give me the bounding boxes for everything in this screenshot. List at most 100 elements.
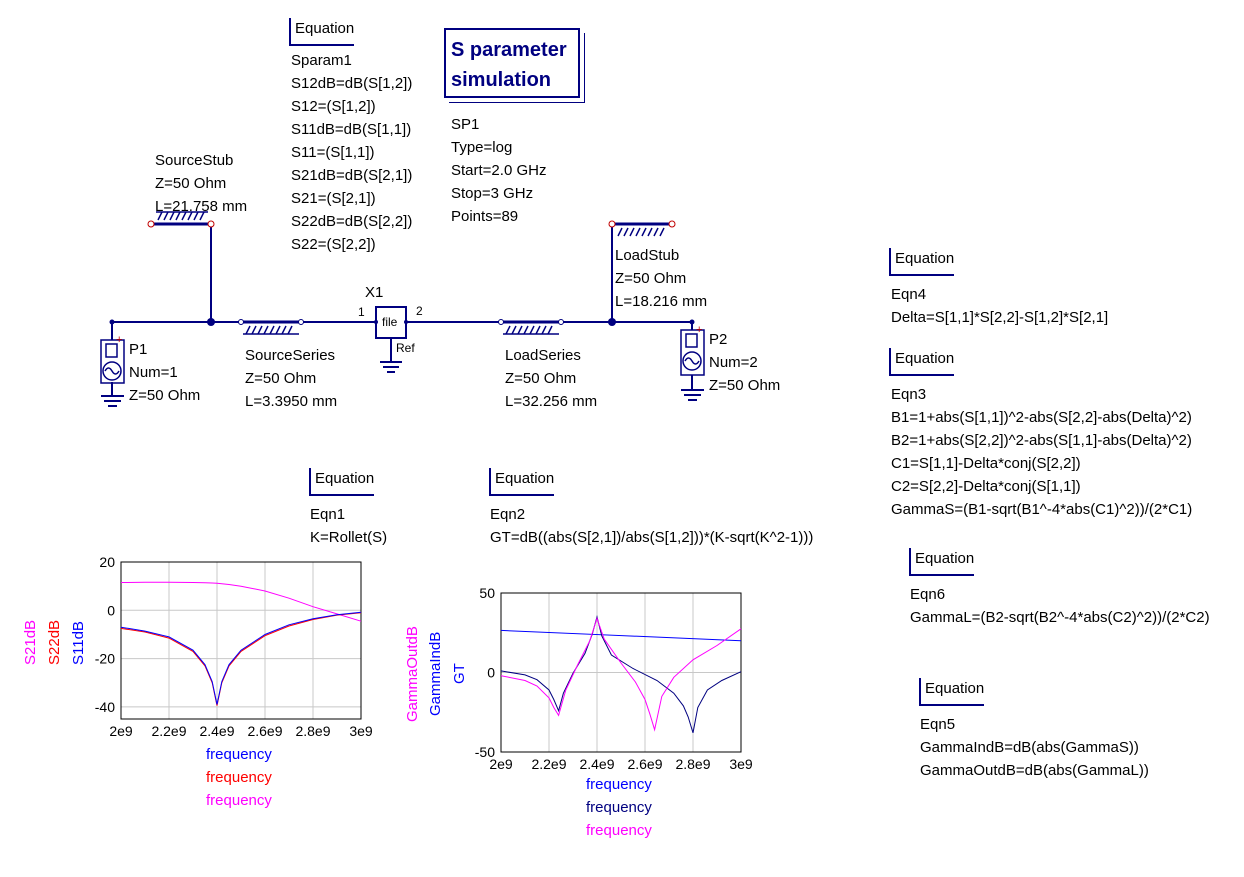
eq-line: Sparam1 [291,52,352,69]
equation-header-eqn5[interactable]: Equation [919,678,985,706]
eq-line: S12dB=dB(S[1,2]) [291,75,413,92]
junction-dot [608,318,616,326]
source-series-label[interactable]: SourceSeries Z=50 Ohm L=3.3950 mm [245,344,337,413]
eq-line: Eqn5 [920,716,956,733]
svg-text:+: + [696,324,702,336]
ground-symbol [380,361,402,373]
load-stub-label[interactable]: LoadStub Z=50 Ohm L=18.216 mm [615,244,707,313]
load-stub-symbol [608,220,676,237]
chart1-ylabel-s21: S21dB [22,619,39,665]
eq-line: B2=1+abs(S[2,2])^2-abs(S[1,1]-abs(Delta)… [891,432,1192,449]
junction-dot [207,318,215,326]
component-prop: L=21.758 mm [155,198,248,215]
load-series-symbol [498,319,564,335]
equation-header-eqn3[interactable]: Equation [889,348,955,376]
equation-header-eqn4[interactable]: Equation [889,248,955,276]
chart1-xlabel-1: frequency [206,746,272,763]
eq-line: S21=(S[2,1]) [291,190,376,207]
source-stub-label[interactable]: SourceStub Z=50 Ohm L=21.758 mm [155,149,247,218]
component-prop: L=32.256 mm [505,393,598,410]
component-prop: Z=50 Ohm [155,175,227,192]
equation-header-eqn1[interactable]: Equation [309,468,375,496]
component-name: P1 [129,341,148,358]
eq-line: Eqn2 [490,506,526,523]
equation-body-eqn4: Eqn4 Delta=S[1,1]*S[2,2]-S[1,2]*S[2,1] [891,283,1108,329]
sp-type: Type=log [451,139,513,156]
x1-file-label: file [382,315,398,329]
equation-body-eqn6: Eqn6 GammaL=(B2-sqrt(B2^-4*abs(C2)^2))/(… [910,583,1210,629]
port-p2-label[interactable]: P2 Num=2 Z=50 Ohm [709,328,780,397]
component-prop: L=3.3950 mm [245,393,338,410]
component-prop: L=18.216 mm [615,293,708,310]
chart1-xlabel-3: frequency [206,792,272,809]
component-prop: Num=1 [129,364,178,381]
eq-line: S22dB=dB(S[2,2]) [291,213,413,230]
chart2-ylabel-gt: GT [451,663,468,684]
component-prop: Z=50 Ohm [709,377,781,394]
equation-body-eqn2: Eqn2 GT=dB((abs(S[2,1])/abs(S[1,2]))*(K-… [490,503,813,549]
component-name: P2 [709,331,728,348]
eq-line: B1=1+abs(S[1,1])^2-abs(S[2,2]-abs(Delta)… [891,409,1192,426]
component-name: LoadStub [615,247,680,264]
eq-line: GammaIndB=dB(abs(GammaS)) [920,739,1139,756]
eq-line: GammaS=(B1-sqrt(B1^-4*abs(C1)^2))/(2*C1) [891,501,1193,518]
eq-line: Delta=S[1,1]*S[2,2]-S[1,2]*S[2,1] [891,309,1109,326]
component-name: SourceStub [155,152,234,169]
sparam-sim-props: SP1 Type=log Start=2.0 GHz Stop=3 GHz Po… [451,113,546,228]
sparam-sim-title-line1: S parameter [451,39,567,61]
sp-stop: Stop=3 GHz [451,185,534,202]
chart2-ylabel-gammaout: GammaOutdB [404,626,421,722]
port-p2-symbol: + [680,324,705,401]
eq-line: GammaL=(B2-sqrt(B2^-4*abs(C2)^2))/(2*C2) [910,609,1210,626]
eq-line: Eqn4 [891,286,927,303]
svg-text:+: + [116,334,122,346]
x1-name[interactable]: X1 [365,284,384,301]
x1-port2-label: 2 [416,304,423,318]
eq-line: C1=S[1,1]-Delta*conj(S[2,2]) [891,455,1081,472]
x1-port1-label: 1 [358,305,365,319]
equation-header-eqn2[interactable]: Equation [489,468,555,496]
eq-line: GammaOutdB=dB(abs(GammaL)) [920,762,1149,779]
sparam-sim-box[interactable]: S parameter simulation [444,28,580,98]
source-stub-symbol [147,211,215,228]
port-p1-label[interactable]: P1 Num=1 Z=50 Ohm [129,338,200,407]
eq-line: S11=(S[1,1]) [291,144,375,161]
x1-ref-label: Ref [396,341,415,355]
eq-line: Eqn3 [891,386,927,403]
equation-body-eqn1: Eqn1 K=Rollet(S) [310,503,387,549]
eq-line: C2=S[2,2]-Delta*conj(S[1,1]) [891,478,1081,495]
equation-body-eqn5: Eqn5 GammaIndB=dB(abs(GammaS)) GammaOutd… [920,713,1149,782]
sp-points: Points=89 [451,208,519,225]
component-name: LoadSeries [505,347,581,364]
eq-line: S11dB=dB(S[1,1]) [291,121,412,138]
sparam-sim-title-line2: simulation [451,69,552,91]
chart1-xlabel-2: frequency [206,769,272,786]
eq-line: S21dB=dB(S[2,1]) [291,167,413,184]
sp-name: SP1 [451,116,480,133]
component-prop: Num=2 [709,354,758,371]
equation-body-eqn3: Eqn3 B1=1+abs(S[1,1])^2-abs(S[2,2]-abs(D… [891,383,1192,521]
eq-line: S22=(S[2,2]) [291,236,376,253]
chart2-ylabel-gammain: GammaIndB [427,631,444,716]
equation-header-eqn6[interactable]: Equation [909,548,975,576]
chart2-xlabel-1: frequency [586,776,652,793]
component-prop: Z=50 Ohm [505,370,577,387]
eq-line: GT=dB((abs(S[2,1])/abs(S[1,2]))*(K-sqrt(… [490,529,814,546]
component-prop: Z=50 Ohm [129,387,201,404]
port-p1-symbol: + [100,334,125,407]
chart2-xlabel-3: frequency [586,822,652,839]
component-name: SourceSeries [245,347,336,364]
load-series-label[interactable]: LoadSeries Z=50 Ohm L=32.256 mm [505,344,597,413]
component-prop: Z=50 Ohm [245,370,317,387]
chart1-ylabel-s11: S11dB [70,621,87,665]
chart2-xlabel-2: frequency [586,799,652,816]
eq-line: K=Rollet(S) [310,529,388,546]
sp-start: Start=2.0 GHz [451,162,547,179]
equation-header-sparam1[interactable]: Equation [289,18,355,46]
component-prop: Z=50 Ohm [615,270,687,287]
eq-line: S12=(S[1,2]) [291,98,376,115]
eq-line: Eqn6 [910,586,946,603]
chart1-ylabel-s22: S22dB [46,619,63,665]
eq-line: Eqn1 [310,506,346,523]
